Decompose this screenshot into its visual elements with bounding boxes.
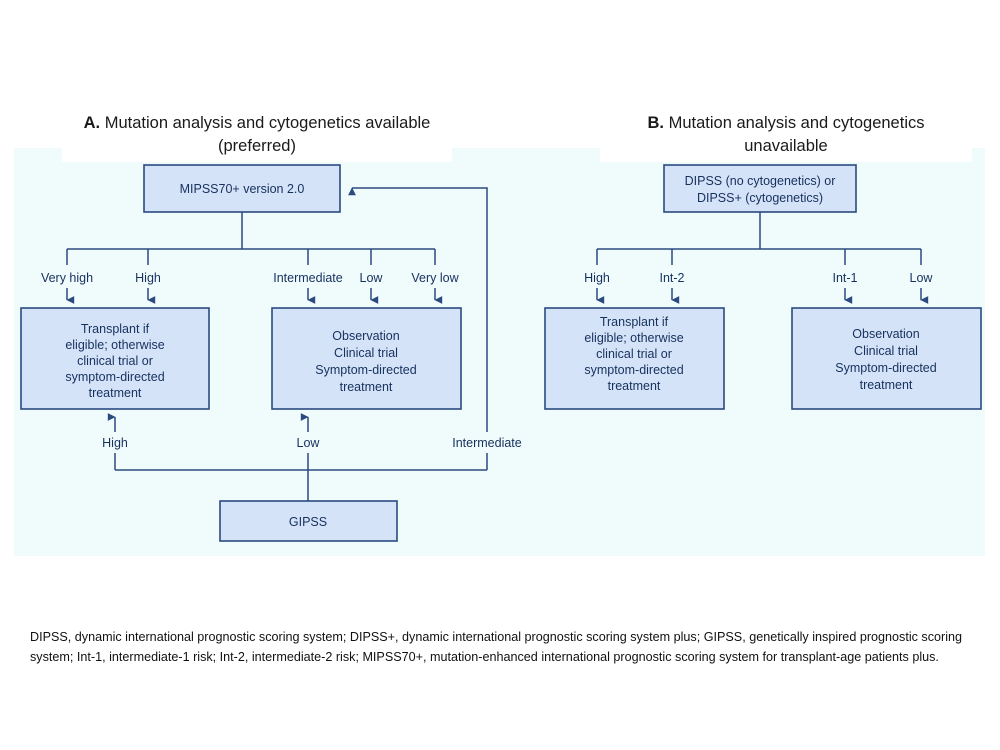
node-transplant-b-line3: clinical trial or [596, 347, 672, 361]
node-observation-a-line4: treatment [340, 380, 393, 394]
panel-b-label: B. [647, 114, 665, 132]
node-dipss-line1: DIPSS (no cytogenetics) or [685, 174, 836, 188]
node-observation-b[interactable]: Observation Clinical trial Symptom-direc… [791, 307, 982, 410]
node-observation-b-line3: Symptom-directed [835, 361, 936, 375]
node-transplant-b-line2: eligible; otherwise [584, 331, 683, 345]
node-transplant-b-line5: treatment [608, 379, 661, 393]
node-observation-b-line1: Observation [852, 327, 919, 341]
node-observation-a-line2: Clinical trial [334, 346, 398, 360]
branch-label-very-low: Very low [411, 271, 459, 285]
panel-a-title: A. Mutation analysis and cytogenetics av… [62, 112, 452, 162]
panel-a-label: A. [83, 114, 101, 132]
node-transplant-b-line1: Transplant if [600, 315, 669, 329]
node-transplant-a-line5: treatment [89, 386, 142, 400]
node-transplant-b[interactable]: Transplant if eligible; otherwise clinic… [544, 307, 725, 410]
branch-label-low-b: Low [910, 271, 934, 285]
node-dipss-line2: DIPSS+ (cytogenetics) [697, 191, 823, 205]
node-gipss[interactable]: GIPSS [219, 500, 398, 542]
node-transplant-a-line2: eligible; otherwise [65, 338, 164, 352]
panel-a-title-line1: Mutation analysis and cytogenetics avail… [100, 114, 431, 132]
branch-label-high-a: High [135, 271, 161, 285]
node-observation-a[interactable]: Observation Clinical trial Symptom-direc… [271, 307, 462, 410]
node-gipss-label: GIPSS [289, 515, 327, 529]
branch-label-high-b: High [584, 271, 610, 285]
node-transplant-b-line4: symptom-directed [584, 363, 683, 377]
gipss-branch-label-low: Low [297, 436, 321, 450]
node-observation-b-line2: Clinical trial [854, 344, 918, 358]
gipss-branch-label-intermediate: Intermediate [452, 436, 522, 450]
node-observation-b-line4: treatment [860, 378, 913, 392]
gipss-branch-label-high: High [102, 436, 128, 450]
footnote: DIPSS, dynamic international prognostic … [30, 630, 963, 664]
edge-gipss-intermediate-feedback [348, 187, 488, 432]
node-transplant-a-line4: symptom-directed [65, 370, 164, 384]
branch-label-very-high: Very high [41, 271, 93, 285]
panel-a-title-line2: (preferred) [218, 137, 296, 155]
branch-label-int2: Int-2 [659, 271, 684, 285]
panel-b-title-line1: Mutation analysis and cytogenetics [664, 114, 925, 132]
panel-b-title-line2: unavailable [744, 137, 828, 155]
branch-label-low-a: Low [360, 271, 384, 285]
node-dipss[interactable]: DIPSS (no cytogenetics) or DIPSS+ (cytog… [663, 164, 857, 213]
node-transplant-a[interactable]: Transplant if eligible; otherwise clinic… [20, 307, 210, 410]
node-mipss70[interactable]: MIPSS70+ version 2.0 [143, 164, 341, 213]
node-observation-a-line3: Symptom-directed [315, 363, 416, 377]
node-transplant-a-line1: Transplant if [81, 322, 150, 336]
node-mipss70-label: MIPSS70+ version 2.0 [180, 182, 305, 196]
branch-label-int1: Int-1 [832, 271, 857, 285]
branch-label-intermediate-a: Intermediate [273, 271, 343, 285]
node-observation-a-line1: Observation [332, 329, 399, 343]
node-transplant-a-line3: clinical trial or [77, 354, 153, 368]
panel-b-title: B. Mutation analysis and cytogenetics un… [600, 112, 972, 162]
